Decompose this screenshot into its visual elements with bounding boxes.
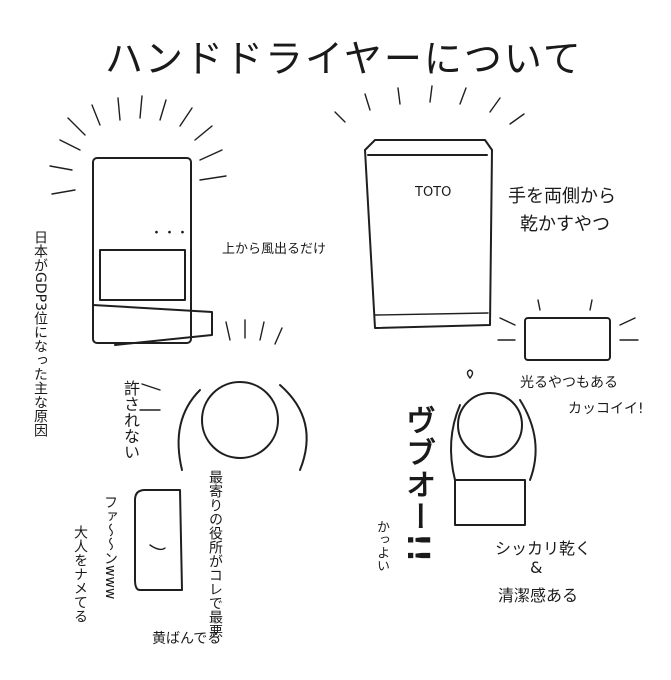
page-title: ハンドドライヤーについて — [105, 37, 583, 81]
left-dryer-dots: ・・・ — [150, 226, 190, 241]
small-dryer-body — [524, 317, 611, 361]
happy-girl-caption-ampersand: & — [530, 558, 543, 577]
right-dryer-caption-line1: 手を両側から — [508, 186, 616, 207]
old-dryer-mock-caption: 大人をナメてる — [72, 525, 88, 623]
angry-girl-caption: 許されない — [121, 380, 140, 460]
left-dryer-slot — [99, 249, 186, 301]
left-dryer-rays — [49, 95, 227, 195]
small-dryer-drawing — [497, 299, 639, 361]
left-dryer-base — [92, 304, 213, 346]
old-dryer-bottom-caption: 黄ばんでる — [152, 631, 222, 647]
happy-girl-left-caption: かっよい — [374, 520, 389, 572]
angry-girl-twintail-left — [177, 389, 201, 471]
anger-lines — [139, 319, 283, 411]
happy-girl-sound: ヴブオー!! — [400, 405, 435, 565]
angry-girl-twintail-right — [279, 384, 308, 471]
old-dryer-drawing — [134, 489, 183, 591]
happy-girl-drawing — [450, 369, 537, 526]
old-dryer-body — [134, 489, 183, 591]
happy-girl-twintail-left — [450, 404, 461, 481]
right-dryer-rays — [334, 85, 525, 125]
angry-girl-drawing — [139, 319, 308, 471]
right-dryer-body — [364, 139, 493, 329]
left-dryer-drawing — [49, 95, 227, 346]
old-dryer-side-caption: 最寄りの役所がコレで最悪 — [207, 470, 223, 638]
right-dryer-base-line — [374, 312, 489, 316]
small-dryer-caption-line2: カッコイイ! — [568, 401, 644, 417]
right-dryer-caption-line2: 乾かすやつ — [520, 214, 610, 235]
heart-icon — [466, 369, 474, 379]
small-dryer-caption-line1: 光るやつもある — [520, 375, 618, 391]
left-dryer-caption: 上から風出るだけ — [222, 242, 327, 257]
old-dryer-outlet — [149, 544, 166, 551]
happy-girl-caption-line3: 清潔感ある — [498, 586, 579, 605]
happy-girl-twintail-right — [519, 399, 537, 481]
happy-girl-head — [457, 392, 523, 458]
old-dryer-sound-caption: ファ〜〜ンwww — [102, 495, 118, 600]
angry-girl-head — [201, 381, 279, 459]
small-dryer-rays — [497, 299, 639, 341]
happy-girl-caption-line1: シッカリ乾く — [495, 539, 592, 558]
happy-girl-dryer — [454, 479, 526, 526]
right-dryer-drawing — [334, 85, 525, 329]
right-dryer-brand: TOTO — [415, 185, 452, 200]
left-dryer-side-caption: 日本がGDP3位になった主な原因 — [32, 230, 48, 437]
